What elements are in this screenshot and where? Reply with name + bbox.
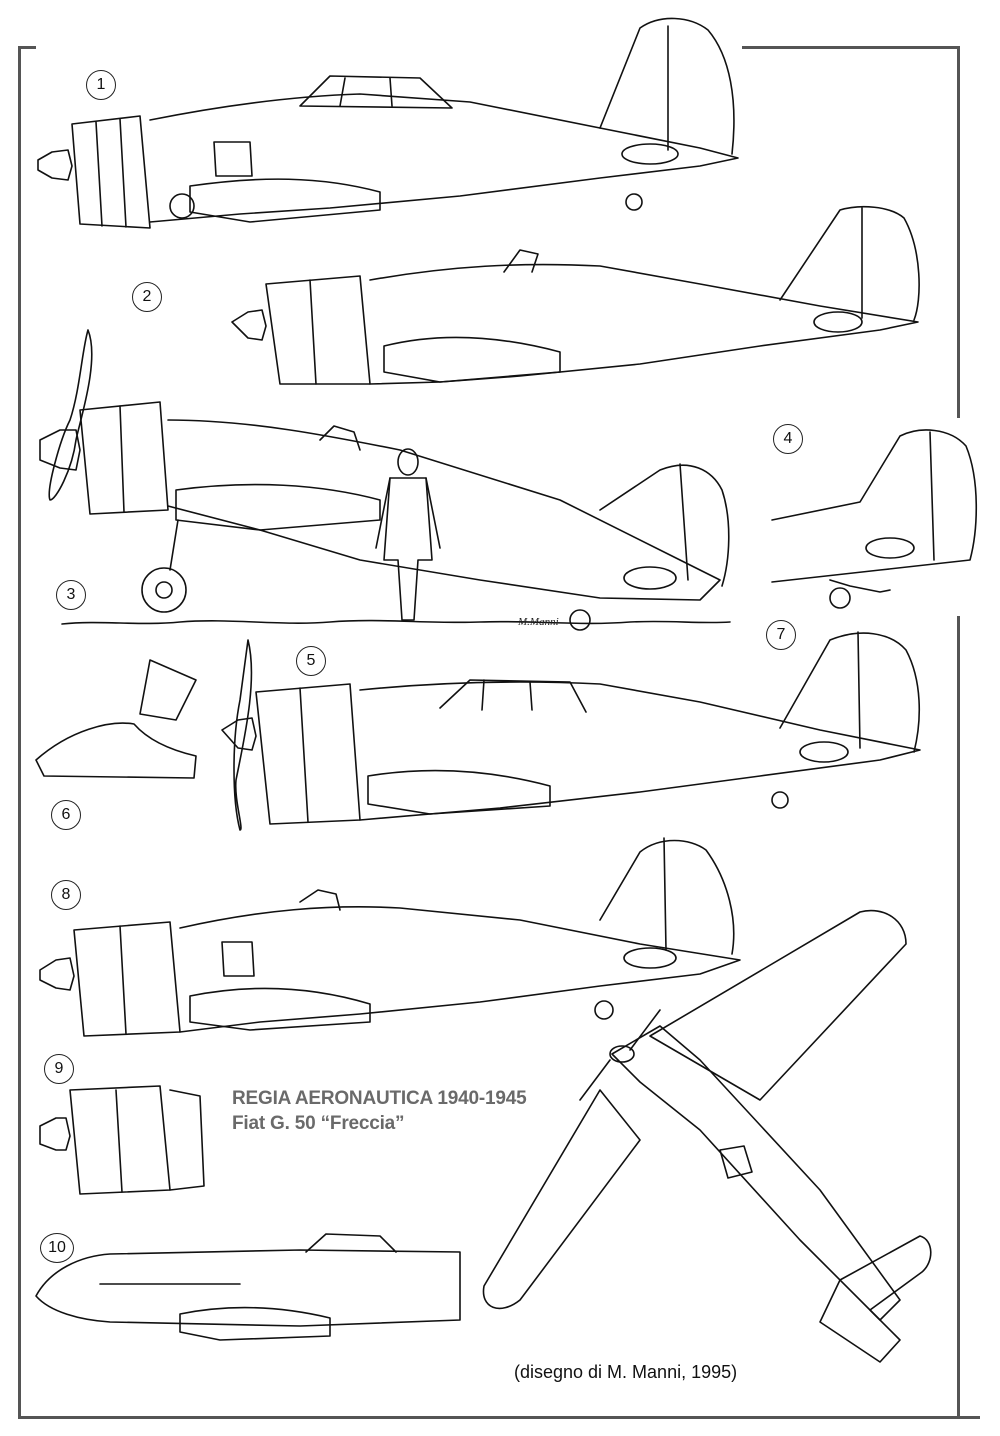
figure-number-9: 9 — [44, 1054, 74, 1084]
figure-number-4: 4 — [773, 424, 803, 454]
aircraft-2-side-view — [231, 205, 920, 385]
ground-signature: M.Manni — [518, 616, 559, 628]
figure-number-2: 2 — [132, 282, 162, 312]
title-line-2: Fiat G. 50 “Freccia” — [232, 1113, 405, 1134]
aircraft-10-nose-detail — [35, 1233, 461, 1341]
aircraft-6-fairing-detail — [35, 659, 197, 779]
title-years: 1940-1945 — [437, 1088, 527, 1109]
figure-number-3: 3 — [56, 580, 86, 610]
figure-number-10: 10 — [40, 1233, 74, 1263]
frame-top-right — [742, 46, 960, 49]
figure-number-5: 5 — [296, 646, 326, 676]
figure-number-6: 6 — [51, 800, 81, 830]
frame-bottom — [18, 1416, 980, 1419]
aircraft-8-side-view — [39, 837, 741, 1037]
figure-number-1: 1 — [86, 70, 116, 100]
aircraft-top-view — [482, 909, 932, 1363]
frame-left — [18, 46, 21, 1418]
aircraft-4-tail-detail — [771, 429, 978, 609]
title-main: REGIA AERONAUTICA — [232, 1088, 433, 1109]
frame-top-left — [18, 46, 36, 49]
drawing-credit: (disegno di M. Manni, 1995) — [514, 1362, 738, 1382]
aircraft-1-side-view — [37, 17, 739, 229]
aircraft-5-side-view — [221, 631, 921, 831]
figure-number-8: 8 — [51, 880, 81, 910]
frame-right-lower — [957, 616, 960, 1418]
aircraft-9-cowling-detail — [39, 1085, 205, 1195]
title-block: REGIA AERONAUTICA 1940-1945 Fiat G. 50 “… — [232, 1086, 527, 1136]
figure-number-7: 7 — [766, 620, 796, 650]
title-line-1: REGIA AERONAUTICA 1940-1945 — [232, 1086, 527, 1111]
frame-right-upper — [957, 46, 960, 418]
aircraft-3-side-view — [39, 329, 731, 631]
